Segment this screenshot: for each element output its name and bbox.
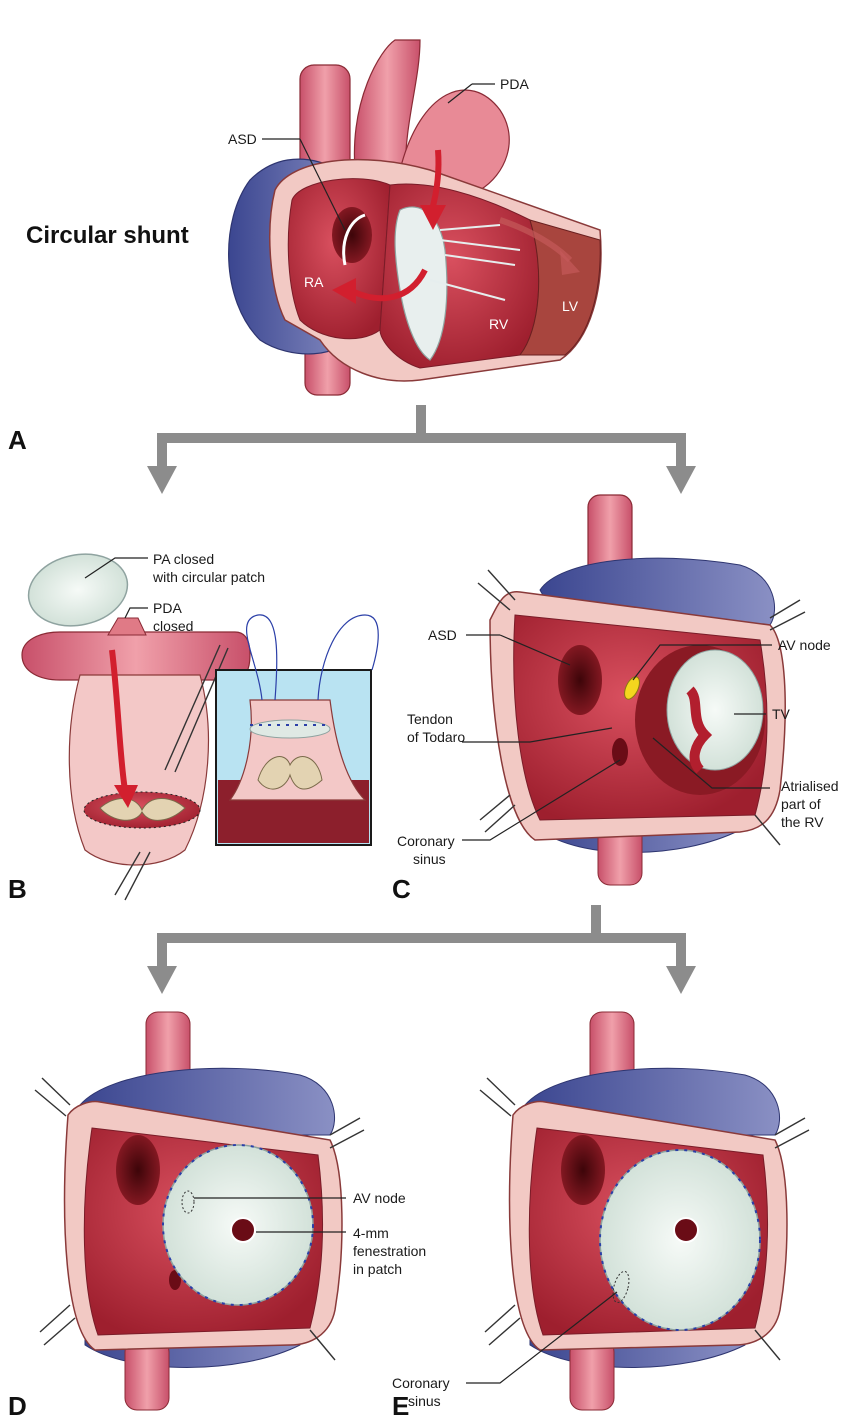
branch-top-right-head [666,466,696,494]
label-d-av-node: AV node [353,1190,406,1206]
branch-bottom-right-head [666,966,696,994]
label-b-pda-closed-2: closed [153,618,193,634]
c-asd-hole [558,645,602,715]
c-tricuspid-valve [667,650,763,770]
inset-patch [250,720,330,738]
e-retractor-2 [480,1090,511,1116]
branch-top-left-head [147,466,177,494]
branch-arrow-bottom [147,905,696,994]
panel-letter-a: A [8,425,27,455]
label-e-coronary-2: sinus [408,1393,441,1409]
d-retractor-2 [35,1090,66,1116]
branch-bottom-left-head [147,966,177,994]
label-b-pa-closed-2: with circular patch [152,569,265,585]
panel-e-illustration [480,1012,809,1410]
label-c-tv: TV [772,706,791,722]
label-c-coronary-1: Coronary [397,833,455,849]
svc-vessel [300,65,350,175]
label-c-coronary-2: sinus [413,851,446,867]
branch-arrow-top [147,405,696,494]
d-retractor-5 [40,1305,70,1332]
e-fenestration [674,1218,698,1242]
label-d-fen-3: in patch [353,1261,402,1277]
panel-letter-b: B [8,874,27,904]
label-d-fen-2: fenestration [353,1243,426,1259]
label-b-pa-closed-1: PA closed [153,551,214,567]
figure-title: Circular shunt [26,222,189,249]
right-atrium-interior [288,179,390,339]
label-b-pda-closed-1: PDA [153,600,182,616]
panel-letter-e: E [392,1391,409,1421]
label-c-asd: ASD [428,627,457,643]
d-retractor-7 [310,1330,335,1360]
e-ivc [570,1340,614,1410]
panel-letter-c: C [392,874,411,904]
e-retractor-6 [489,1318,520,1345]
label-c-atrialised-2: part of [781,796,821,812]
label-c-av-node: AV node [778,637,831,653]
e-asd-hole [561,1135,605,1205]
label-c-atrialised-1: Atrialised [781,778,839,794]
label-a-lv: LV [562,298,579,314]
e-retractor-1 [487,1078,515,1105]
label-a-asd: ASD [228,131,257,147]
e-retractor-5 [485,1305,515,1332]
c-coronary-sinus-ostium [612,738,628,766]
d-retractor-6 [44,1318,75,1345]
label-a-ra: RA [304,274,324,290]
panel-a-heart-illustration [229,40,601,395]
label-c-atrialised-3: the RV [781,814,824,830]
c-retractor-5 [480,795,510,820]
label-e-coronary-1: Coronary [392,1375,450,1391]
panel-c-illustration [478,495,805,885]
label-d-fen-1: 4-mm [353,1225,389,1241]
label-c-tendon-1: Tendon [407,711,453,727]
d-fenestration [231,1218,255,1242]
pda-stump [108,618,146,635]
d-ivc [125,1340,169,1410]
e-retractor-7 [755,1330,780,1360]
panel-d-illustration [35,1012,364,1410]
label-a-rv: RV [489,316,509,332]
d-retractor-1 [42,1078,70,1105]
d-asd-hole [116,1135,160,1205]
label-a-pda: PDA [500,76,529,92]
label-c-tendon-2: of Todaro [407,729,465,745]
leader-b-pda-closed [125,608,148,618]
main-pa-trunk [69,675,208,865]
panel-letter-d: D [8,1391,27,1421]
